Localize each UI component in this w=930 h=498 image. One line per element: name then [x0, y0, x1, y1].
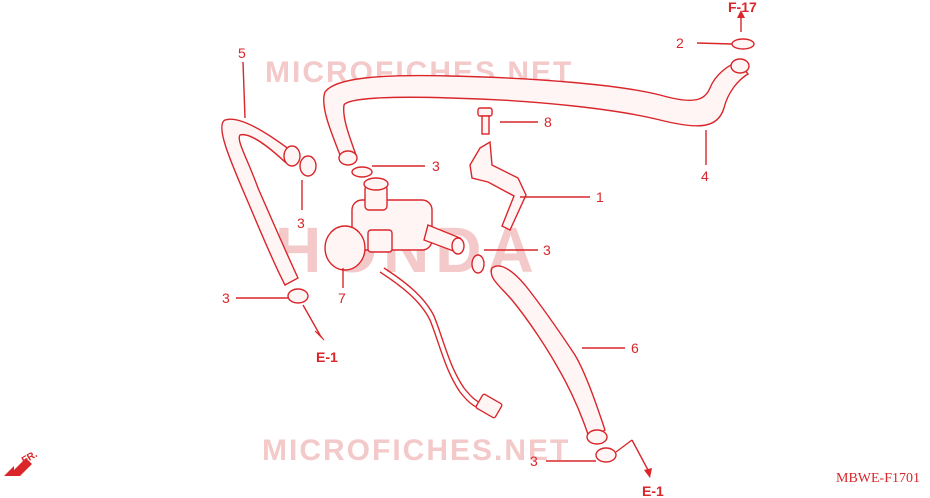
bolt-8[interactable]	[477, 107, 493, 135]
hose-4[interactable]	[323, 58, 750, 166]
clamp-3-right[interactable]	[471, 254, 485, 274]
watermark-bottom: MICROFICHES.NET	[262, 434, 570, 467]
callout-7: 7	[338, 290, 346, 306]
bracket-1[interactable]	[469, 140, 527, 231]
arrow-to-e1-left	[314, 330, 325, 341]
clamp-3-bottom[interactable]	[595, 447, 617, 463]
front-direction-arrow: FR.	[4, 449, 40, 476]
callout-6: 6	[631, 340, 639, 356]
callout-1: 1	[596, 189, 604, 205]
clamp-3-center[interactable]	[351, 166, 373, 178]
callout-3-center: 3	[432, 158, 440, 174]
valve-wire-harness[interactable]	[379, 267, 503, 419]
ref-f17: F-17	[728, 0, 757, 15]
front-label: FR.	[20, 449, 40, 467]
ref-e1-left: E-1	[316, 349, 338, 365]
hose-5[interactable]	[221, 118, 301, 286]
clamp-3-left-upper[interactable]	[299, 155, 317, 177]
ref-e1-bottom: E-1	[642, 483, 664, 498]
leader-lines	[236, 18, 742, 471]
arrow-to-f17	[737, 10, 745, 18]
callout-8: 8	[544, 114, 552, 130]
diagram-code: MBWE-F1701	[836, 471, 920, 486]
callout-2: 2	[676, 35, 684, 51]
hose-6[interactable]	[490, 265, 608, 445]
callout-4: 4	[701, 168, 709, 184]
callout-3-right: 3	[543, 242, 551, 258]
callout-5: 5	[238, 45, 246, 61]
clamp-2[interactable]	[731, 38, 755, 50]
callout-3-left-upper: 3	[297, 215, 305, 231]
air-injection-valve-7[interactable]	[324, 177, 465, 271]
clamp-3-left-lower[interactable]	[287, 288, 309, 304]
callout-3-left-lower: 3	[222, 290, 230, 306]
arrow-to-e1-bottom	[644, 468, 652, 478]
callout-3-bottom: 3	[530, 453, 538, 469]
